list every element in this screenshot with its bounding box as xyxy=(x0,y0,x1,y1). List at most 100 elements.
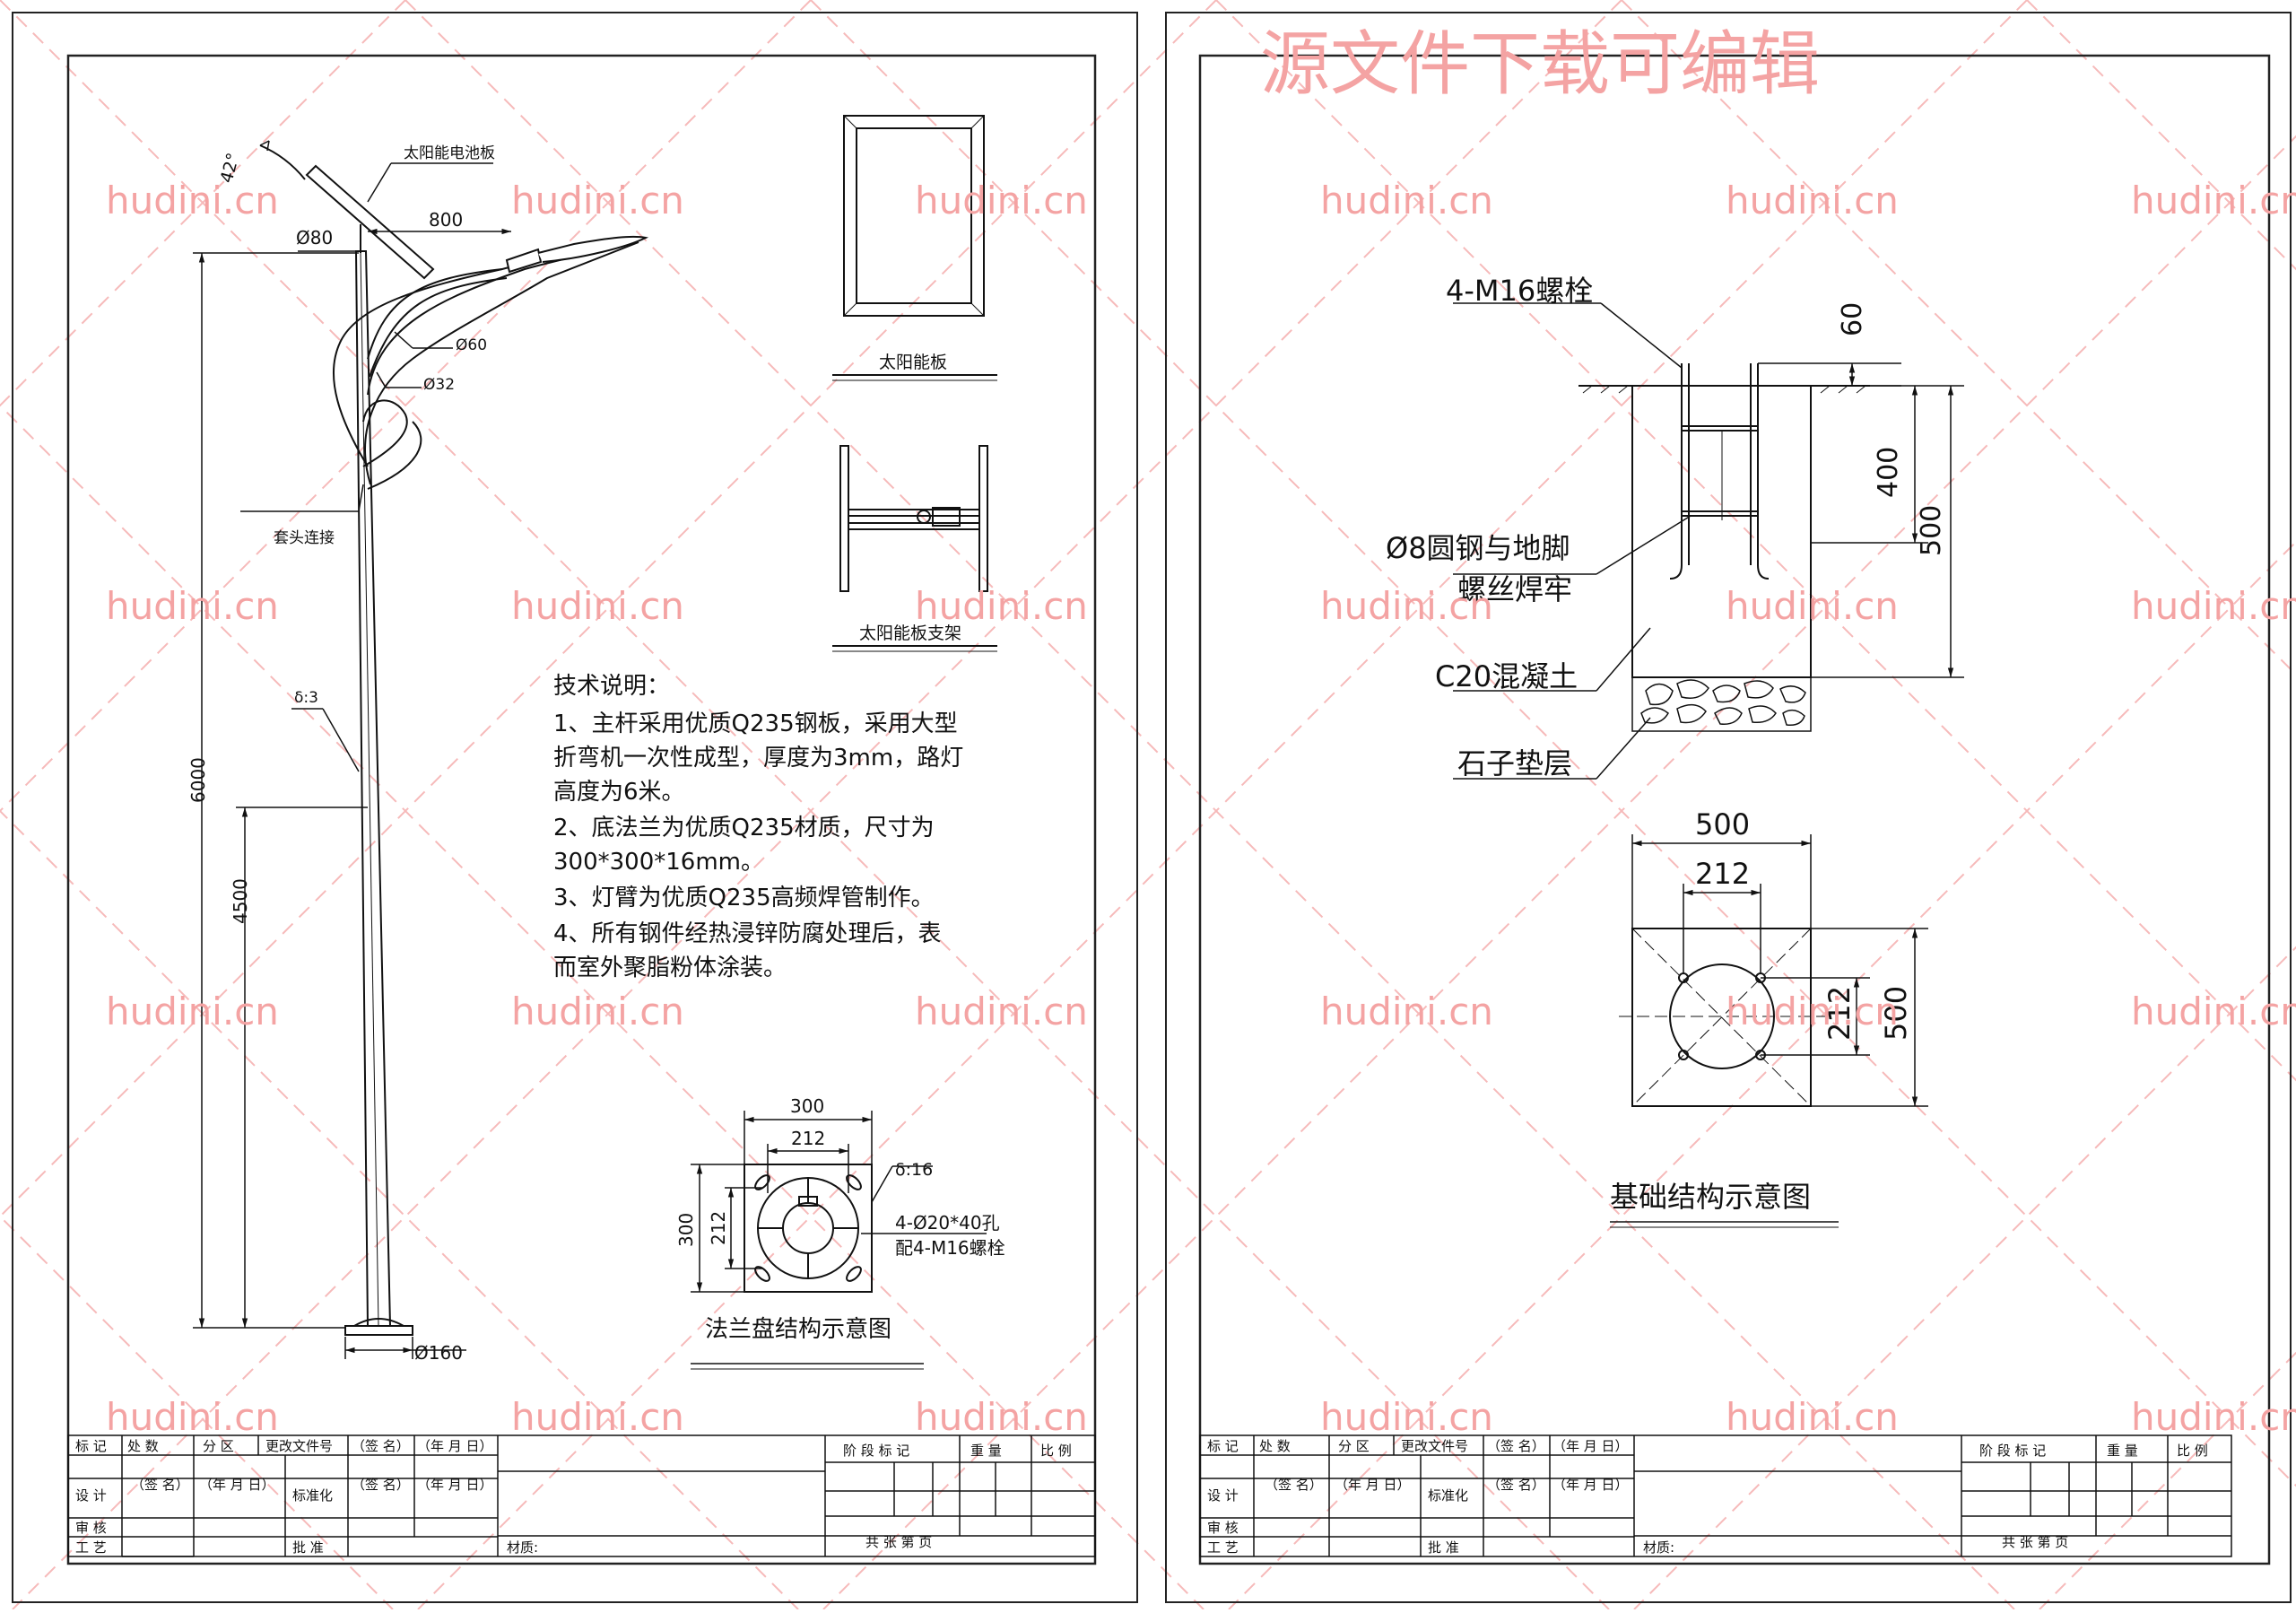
watermark-line xyxy=(810,0,2296,1487)
watermark-line xyxy=(2039,1351,2296,1610)
tb-sheets: 共 张 第 页 xyxy=(865,1534,932,1550)
watermark-site-text: hudini.cn xyxy=(1726,179,1899,222)
height-total-label: 6000 xyxy=(187,757,209,803)
watermark-line xyxy=(0,0,1217,1218)
tb2-sign: （签 名） xyxy=(1487,1438,1545,1454)
watermark-site-text: hudini.cn xyxy=(106,990,279,1033)
flange-holes: 4-Ø20*40孔 xyxy=(895,1212,1000,1234)
solar-panel-side xyxy=(305,164,435,280)
watermark-site-text: hudini.cn xyxy=(1726,1395,1899,1439)
foundation-section xyxy=(1578,363,1870,732)
tb-material: 材质: xyxy=(507,1539,538,1556)
watermark-site-text: hudini.cn xyxy=(1320,1395,1493,1439)
plan-h212: 212 xyxy=(1822,986,1857,1041)
flange-w-inner: 212 xyxy=(791,1128,825,1149)
tb2-standard: 标准化 xyxy=(1428,1487,1468,1504)
lamp-head xyxy=(505,248,543,274)
watermark-site-text: hudini.cn xyxy=(1320,990,1493,1033)
watermark-line xyxy=(0,0,812,813)
pole-base-plate xyxy=(344,1325,413,1336)
foundation-labels: 4-M16螺栓 60 400 500 Ø8圆钢与地脚 螺丝焊牢 C20混凝土 石… xyxy=(1386,274,1947,780)
foundation-plan-labels: 500 212 212 500 基础结构示意图 xyxy=(1610,807,1913,1214)
tb-weight: 重 量 xyxy=(970,1443,1002,1459)
tb-std-sign: （签 名） xyxy=(352,1477,410,1493)
tb2-approve: 批 准 xyxy=(1428,1539,1459,1556)
watermark-site-text: hudini.cn xyxy=(511,584,684,628)
tb2-date: （年 月 日） xyxy=(1552,1438,1629,1454)
title-block-1-labels: 标 记 处 数 分 区 更改文件号 （签 名） （年 月 日） 设 计 （签 名… xyxy=(75,1438,1072,1556)
flange-caption: 法兰盘结构示意图 xyxy=(705,1316,891,1343)
tb-scale: 比 例 xyxy=(1040,1443,1072,1459)
watermark-line xyxy=(1633,946,2296,1610)
watermark-line xyxy=(1621,0,2296,676)
tb2-scale: 比 例 xyxy=(2177,1443,2208,1459)
steel-label-2: 螺丝焊牢 xyxy=(1457,572,1572,606)
watermark-site-text: hudini.cn xyxy=(1726,584,1899,628)
steel-label-1: Ø8圆钢与地脚 xyxy=(1386,531,1570,565)
watermark-site-text: hudini.cn xyxy=(1320,584,1493,628)
panel-label: 太阳能电池板 xyxy=(404,144,495,162)
watermark-site-text: hudini.cn xyxy=(1320,179,1493,222)
sheet-2-inner-frame xyxy=(1198,54,2271,1565)
pole-shaft xyxy=(354,250,392,1327)
flange-w-outer: 300 xyxy=(790,1095,824,1117)
tb2-stage: 阶 段 标 记 xyxy=(1979,1443,2046,1459)
notes-line: 折弯机一次性成型，厚度为3mm，路灯 xyxy=(553,745,963,772)
watermark-line xyxy=(0,809,799,1610)
sheet-1-outer-frame xyxy=(12,12,1138,1603)
watermark-site-text: hudini.cn xyxy=(915,179,1088,222)
tb2-design-sign: （签 名） xyxy=(1265,1477,1323,1493)
watermark-line xyxy=(0,404,1205,1610)
flange-h-outer: 300 xyxy=(675,1213,697,1247)
flange-thickness: δ:16 xyxy=(895,1160,933,1180)
watermark-line xyxy=(2026,0,2296,271)
tb-count: 处 数 xyxy=(127,1438,159,1454)
watermark-site-text: hudini.cn xyxy=(511,1395,684,1439)
plan-h500: 500 xyxy=(1879,986,1913,1041)
sheet-2: 4-M16螺栓 60 400 500 Ø8圆钢与地脚 螺丝焊牢 C20混凝土 石… xyxy=(1165,12,2292,1603)
sheet-1-inner-frame xyxy=(66,54,1097,1565)
watermark-site-text: hudini.cn xyxy=(915,1395,1088,1439)
plan-caption: 基础结构示意图 xyxy=(1610,1180,1811,1214)
technical-notes: 技术说明： 1、主杆采用优质Q235钢板，采用大型 折弯机一次性成型，厚度为3m… xyxy=(553,673,963,981)
tb2-sheets: 共 张 第 页 xyxy=(2002,1534,2068,1550)
notes-line: 高度为6米。 xyxy=(553,779,685,806)
watermark-site-text: hudini.cn xyxy=(2131,1395,2296,1439)
watermark-site-text: hudini.cn xyxy=(915,584,1088,628)
notes-line: 300*300*16mm。 xyxy=(553,849,764,876)
concrete-label: C20混凝土 xyxy=(1435,659,1578,693)
flange-dimensions xyxy=(691,1111,987,1370)
flange-h-inner: 212 xyxy=(708,1211,729,1245)
bracket-caption: 太阳能板支架 xyxy=(859,623,961,643)
tb2-design-date: （年 月 日） xyxy=(1335,1477,1411,1493)
flange-labels: 300 212 300 212 δ:16 4-Ø20*40孔 配4-M16螺栓 … xyxy=(675,1095,1005,1343)
solar-panel-view xyxy=(832,115,997,381)
tb-process: 工 艺 xyxy=(75,1539,107,1556)
watermark-site-text: hudini.cn xyxy=(106,584,279,628)
pole-dimensions xyxy=(193,162,511,1359)
watermark-site-text: hudini.cn xyxy=(2131,990,2296,1033)
watermark-line xyxy=(0,0,1610,1610)
foundation-dimensions xyxy=(1453,302,1964,780)
tb2-std-date: （年 月 日） xyxy=(1552,1477,1629,1493)
notes-line: 4、所有钢件经热浸锌防腐处理后，表 xyxy=(553,920,942,947)
tb-date: （年 月 日） xyxy=(417,1438,493,1454)
watermark-site-text: hudini.cn xyxy=(2131,179,2296,222)
sheet-1: 太阳能电池板 42° Ø80 800 Ø60 Ø32 套头连接 δ:3 6000… xyxy=(12,12,1138,1603)
tb2-change-doc: 更改文件号 xyxy=(1401,1438,1468,1454)
tb-design-sign: （签 名） xyxy=(131,1477,189,1493)
tb2-material: 材质: xyxy=(1643,1539,1674,1556)
watermark-line xyxy=(0,0,406,407)
dia-arm2-label: Ø32 xyxy=(423,376,455,394)
watermark-line xyxy=(417,0,2028,1610)
bracket-view xyxy=(832,445,997,652)
tb-standard: 标准化 xyxy=(292,1487,333,1504)
tb2-count: 处 数 xyxy=(1259,1438,1291,1454)
tb2-mark: 标 记 xyxy=(1207,1438,1239,1454)
tb2-zone: 分 区 xyxy=(1338,1438,1370,1454)
foundation-plan-dimensions xyxy=(1610,834,1928,1228)
dia-top-label: Ø80 xyxy=(296,227,333,248)
